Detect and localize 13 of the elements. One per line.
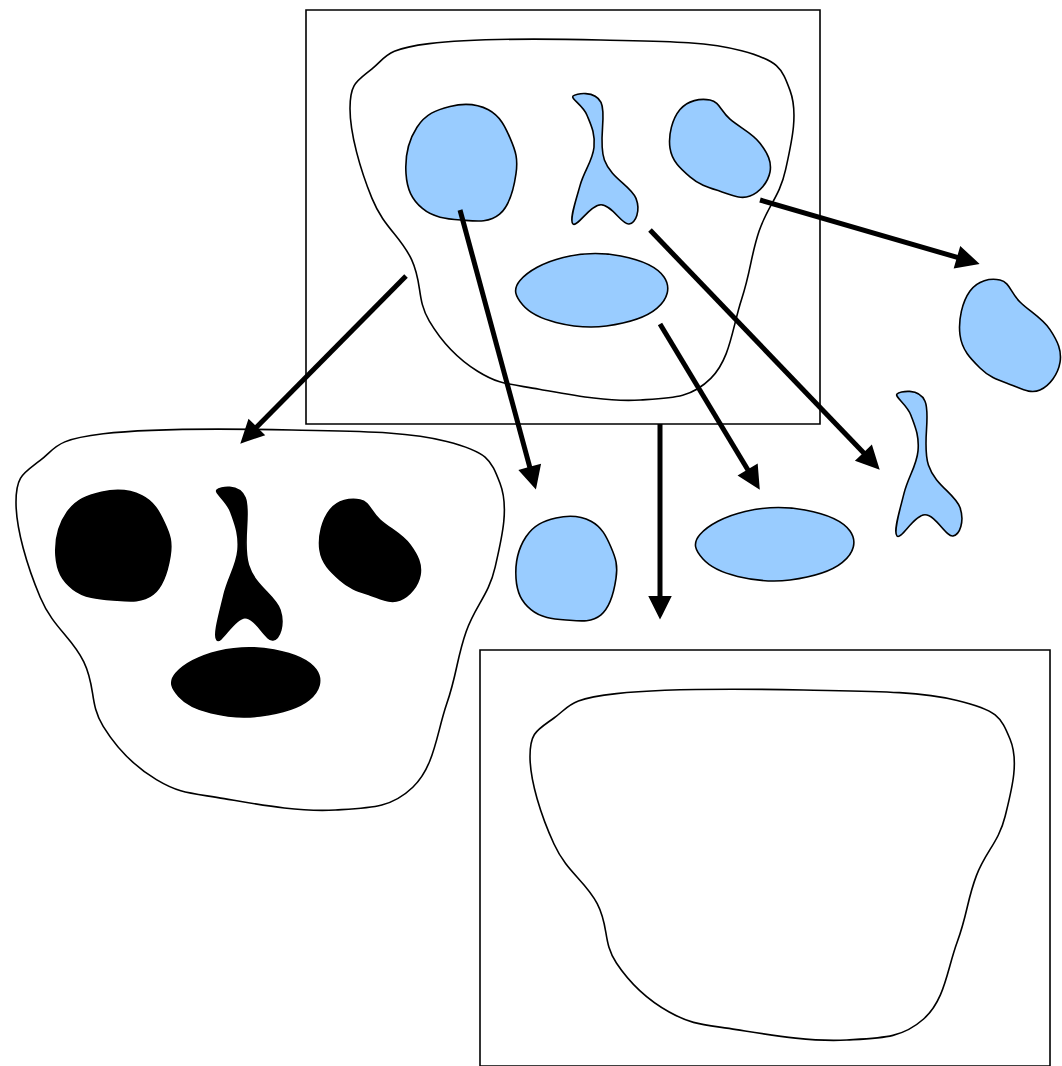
oval-shape [694, 506, 855, 582]
bean-shape [668, 98, 772, 199]
round-shape [515, 515, 618, 622]
bean-shape [958, 278, 1062, 393]
forked-shape [215, 486, 283, 642]
forked-shape [571, 92, 639, 226]
bean-shape [318, 498, 422, 603]
round-shape [405, 103, 518, 222]
oval-shape [170, 646, 321, 718]
face-outline [529, 688, 1016, 1042]
forked-shape [895, 390, 963, 538]
round-shape [55, 489, 172, 602]
oval-shape [514, 252, 669, 328]
